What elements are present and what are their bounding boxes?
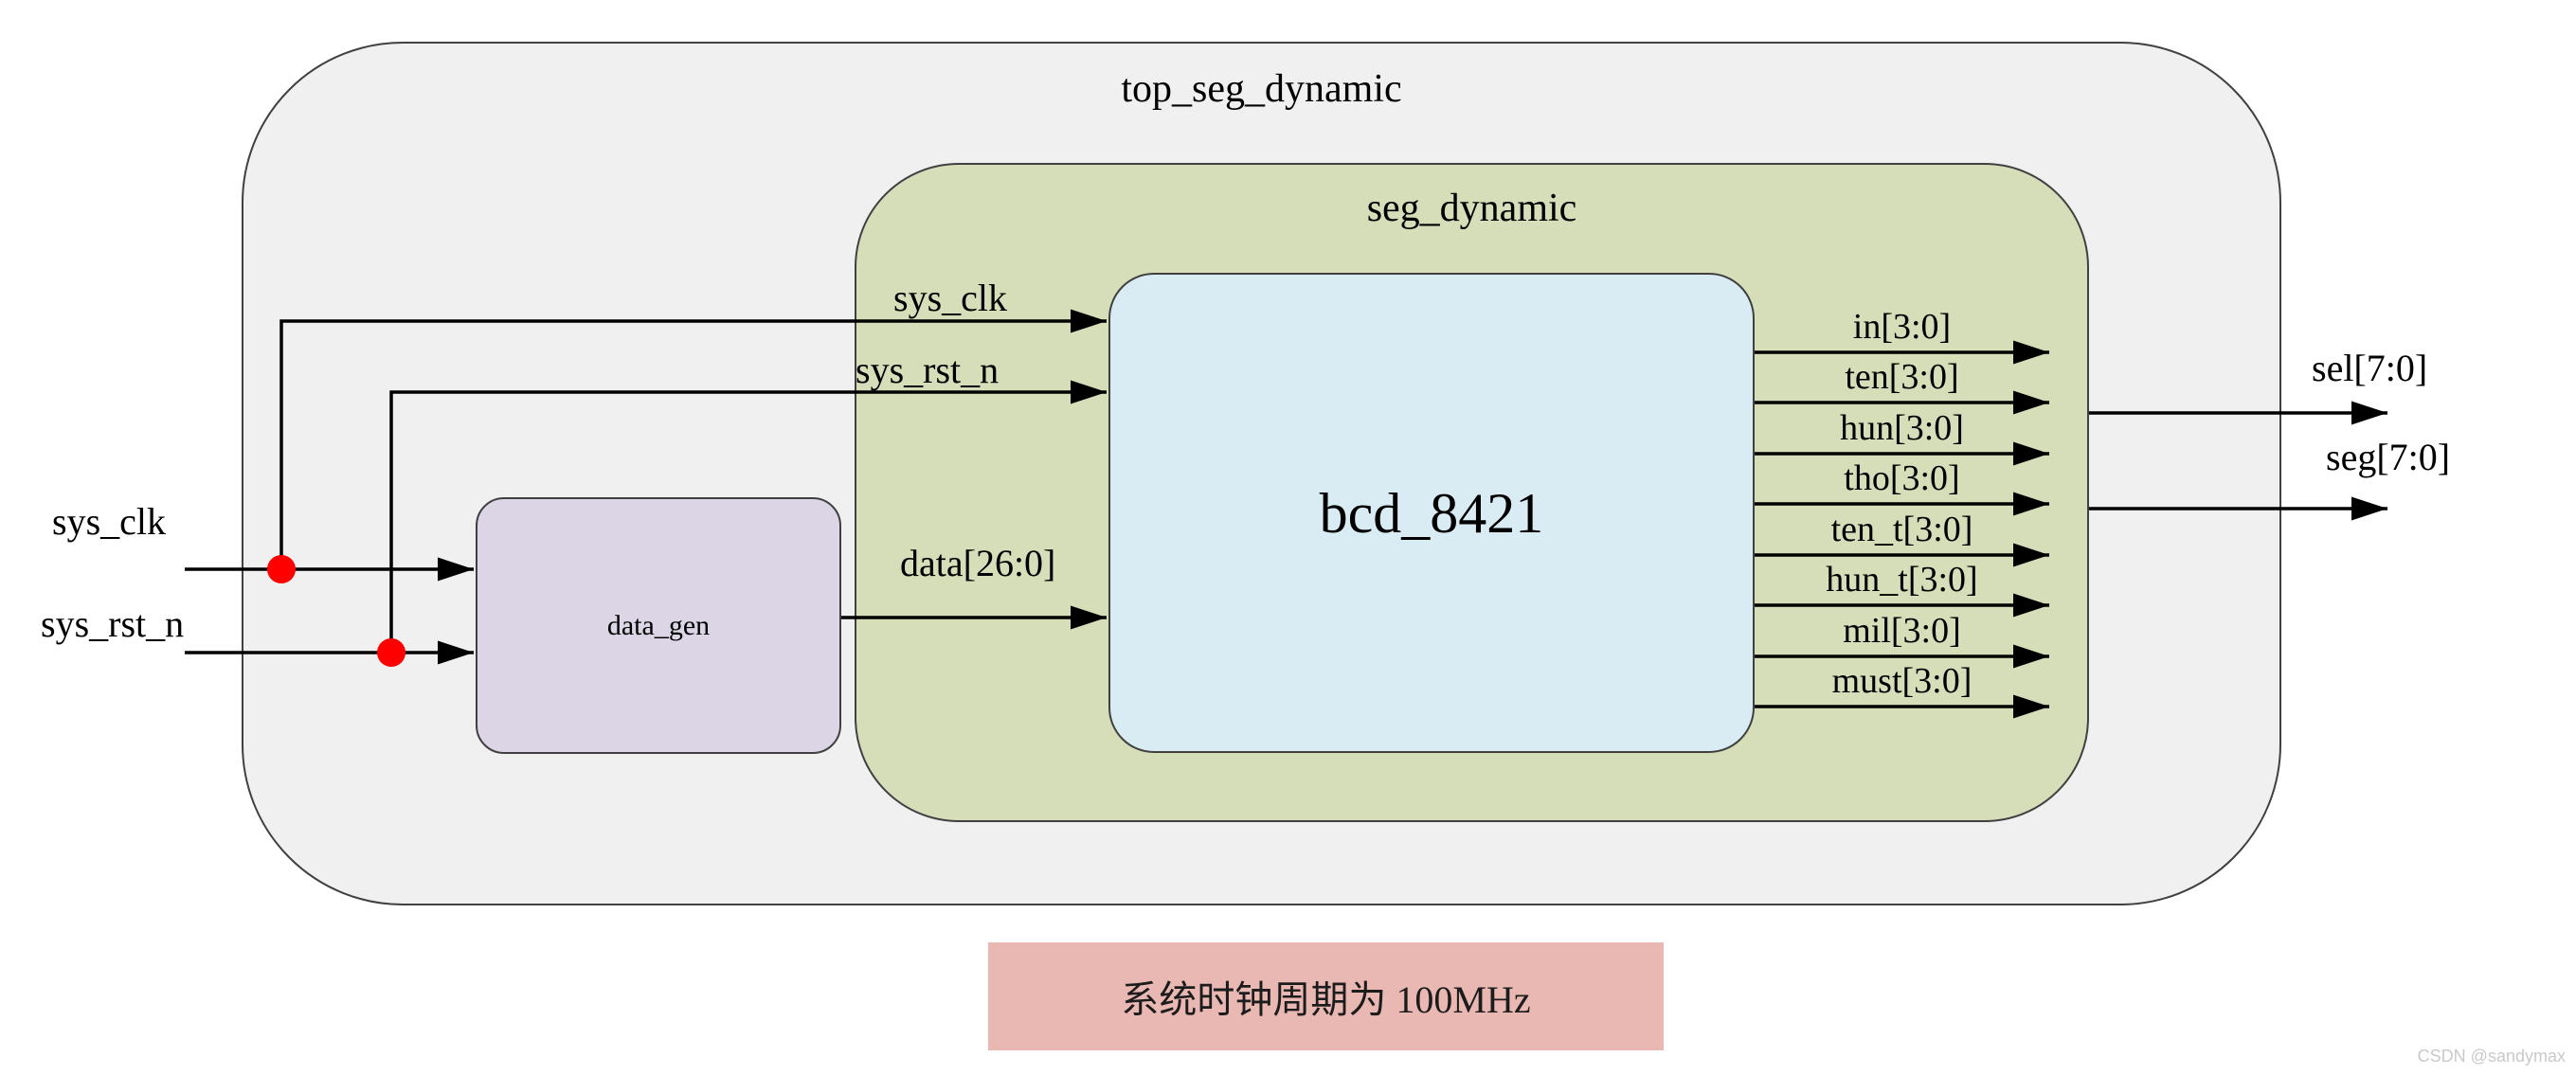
bcd-output-label-in: in[3:0] — [1852, 307, 1952, 347]
bcd-output-label-hun-t: hun_t[3:0] — [1826, 560, 1978, 600]
clock-note-text: 系统时钟周期为 100MHz — [1121, 978, 1531, 1021]
seg-module-title: seg_dynamic — [1366, 187, 1577, 230]
bcd-output-label-must: must[3:0] — [1831, 661, 1973, 701]
bcd-output-label-tho: tho[3:0] — [1844, 458, 1960, 498]
bcd-8421-label: bcd_8421 — [1319, 481, 1544, 545]
module-box-bcd-8421: bcd_8421 — [1108, 273, 1755, 753]
sys-clk-input-label: sys_clk — [52, 500, 166, 543]
data-bus-label: data[26:0] — [900, 542, 1056, 584]
bcd-output-label-ten-t: ten_t[3:0] — [1830, 510, 1973, 549]
bcd-output-label-hun: hun[3:0] — [1840, 408, 1964, 448]
top-module-title: top_seg_dynamic — [1121, 67, 1402, 111]
bcd-output-label-mil: mil[3:0] — [1843, 611, 1961, 651]
sys-clk-internal-label: sys_clk — [893, 277, 1007, 319]
seg-output-label: seg[7:0] — [2326, 436, 2451, 478]
sys-rst-n-internal-label: sys_rst_n — [856, 349, 1000, 391]
module-box-data-gen: data_gen — [476, 497, 841, 754]
data-gen-label: data_gen — [606, 609, 711, 641]
clock-note-box: 系统时钟周期为 100MHz — [988, 942, 1664, 1050]
sel-output-label: sel[7:0] — [2312, 347, 2428, 389]
bcd-output-label-ten: ten[3:0] — [1845, 357, 1959, 397]
sys-rst-n-input-label: sys_rst_n — [41, 602, 185, 645]
watermark-text: CSDN @sandymax — [2417, 1047, 2566, 1066]
